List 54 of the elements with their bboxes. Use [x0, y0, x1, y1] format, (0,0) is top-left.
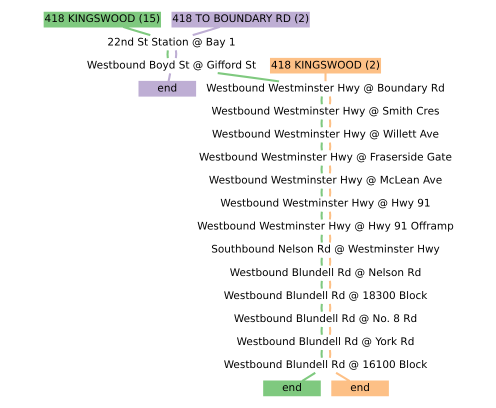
- connector: [320, 258, 322, 266]
- node-text: Westbound Westminster Hwy @ Smith Cres: [211, 105, 440, 118]
- connector: [320, 326, 322, 335]
- node-box: 418 TO BOUNDARY RD (2): [170, 12, 310, 28]
- connector: [328, 142, 331, 150]
- node-text: Westbound Blundell Rd @ 16100 Block: [223, 358, 427, 371]
- node-box: end: [138, 80, 196, 97]
- node-box: end: [330, 380, 388, 396]
- connector: [320, 165, 322, 174]
- node-text: Westbound Westminster Hwy @ Boundary Rd: [206, 82, 444, 94]
- node-text: Westbound Westminster Hwy @ McLean Ave: [208, 174, 442, 187]
- node-box: end: [262, 380, 320, 396]
- connector: [122, 26, 150, 36]
- node-text: Southbound Nelson Rd @ Westminster Hwy: [210, 244, 440, 256]
- connector: [328, 212, 331, 220]
- node-box: 418 KINGSWOOD (2): [269, 58, 381, 74]
- connector: [320, 188, 322, 197]
- connector: [328, 188, 331, 197]
- connector: [192, 26, 220, 36]
- connector: [320, 212, 322, 220]
- node-text: 22nd St Station @ Bay 1: [106, 36, 236, 48]
- node-text: Westbound Blundell Rd @ 18300 Block: [223, 290, 427, 302]
- connector: [328, 96, 331, 104]
- connector: [328, 234, 331, 243]
- connector: [320, 350, 322, 358]
- connector: [324, 73, 326, 82]
- node-text: Westbound Westminster Hwy @ Hwy 91 Offramp: [196, 220, 454, 233]
- connector: [320, 119, 322, 128]
- node-text: Westbound Boyd St @ Gifford St: [86, 59, 256, 72]
- connector: [217, 72, 279, 82]
- connector: [174, 50, 177, 58]
- connector: [320, 280, 322, 289]
- node-text: Westbound Westminster Hwy @ Fraserside Gate: [198, 152, 452, 164]
- connector: [320, 234, 322, 243]
- connector: [166, 50, 168, 58]
- node-text: Westbound Westminster Hwy @ Willett Ave: [212, 128, 438, 140]
- connector: [167, 73, 171, 82]
- node-text: Westbound Blundell Rd @ Nelson Rd: [229, 266, 421, 279]
- connector: [328, 304, 331, 312]
- connector: [301, 372, 316, 382]
- node-text: Westbound Blundell Rd @ York Rd: [236, 336, 414, 348]
- node-text: Westbound Blundell Rd @ No. 8 Rd: [233, 312, 417, 325]
- connector: [335, 372, 350, 382]
- connector: [328, 350, 331, 358]
- node-box: 418 KINGSWOOD (15): [43, 12, 161, 28]
- node-text: Westbound Westminster Hwy @ Hwy 91: [220, 198, 430, 210]
- connector: [320, 142, 322, 150]
- connector: [328, 258, 331, 266]
- connector: [328, 165, 331, 174]
- connector: [328, 280, 331, 289]
- connector: [328, 119, 331, 128]
- connector: [328, 326, 331, 335]
- connector: [320, 96, 322, 104]
- connector: [320, 304, 322, 312]
